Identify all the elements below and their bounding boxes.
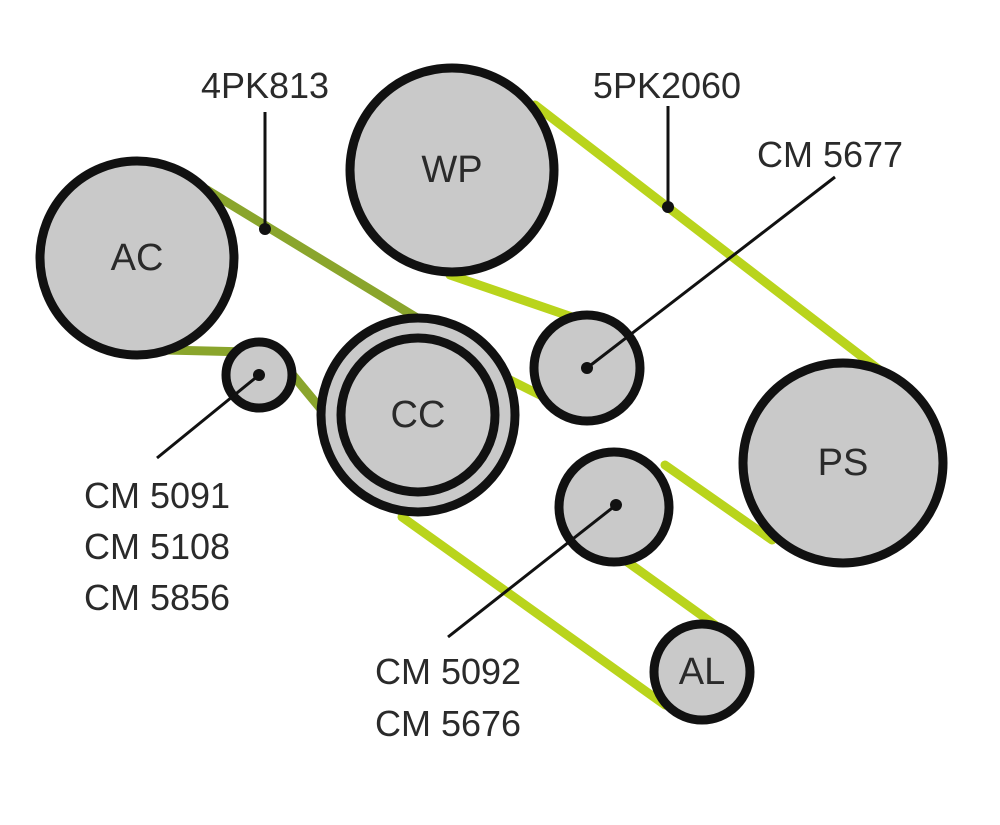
pulley-ps: PS <box>738 358 948 568</box>
part-label-lower-idler-2: CM 5676 <box>375 703 521 744</box>
pulley-cc: CC <box>316 313 520 517</box>
leader-4pk813 <box>259 112 271 235</box>
pulley-wp: WP <box>345 63 559 277</box>
belt-label-4pk813: 4PK813 <box>201 65 329 106</box>
pulley-al: AL <box>649 619 755 725</box>
part-label-small-idler-3: CM 5856 <box>84 577 230 618</box>
part-label-lower-idler-1: CM 5092 <box>375 651 521 692</box>
part-label-small-idler-1: CM 5091 <box>84 475 230 516</box>
leader-upper-idler <box>581 175 836 374</box>
leader-lower-idler <box>447 499 622 639</box>
pulley-ac-label: AC <box>111 237 164 279</box>
belt-label-5pk2060: 5PK2060 <box>593 65 741 106</box>
pulley-al-label: AL <box>679 651 725 693</box>
part-label-upper-idler: CM 5677 <box>757 134 903 175</box>
pulley-cc-label: CC <box>391 394 446 436</box>
pulley-wp-label: WP <box>421 149 482 191</box>
leader-5pk2060 <box>662 106 674 213</box>
pulley-ps-label: PS <box>818 442 869 484</box>
leader-small-idler <box>156 369 265 460</box>
part-label-small-idler-2: CM 5108 <box>84 526 230 567</box>
pulley-ac: AC <box>35 156 239 360</box>
